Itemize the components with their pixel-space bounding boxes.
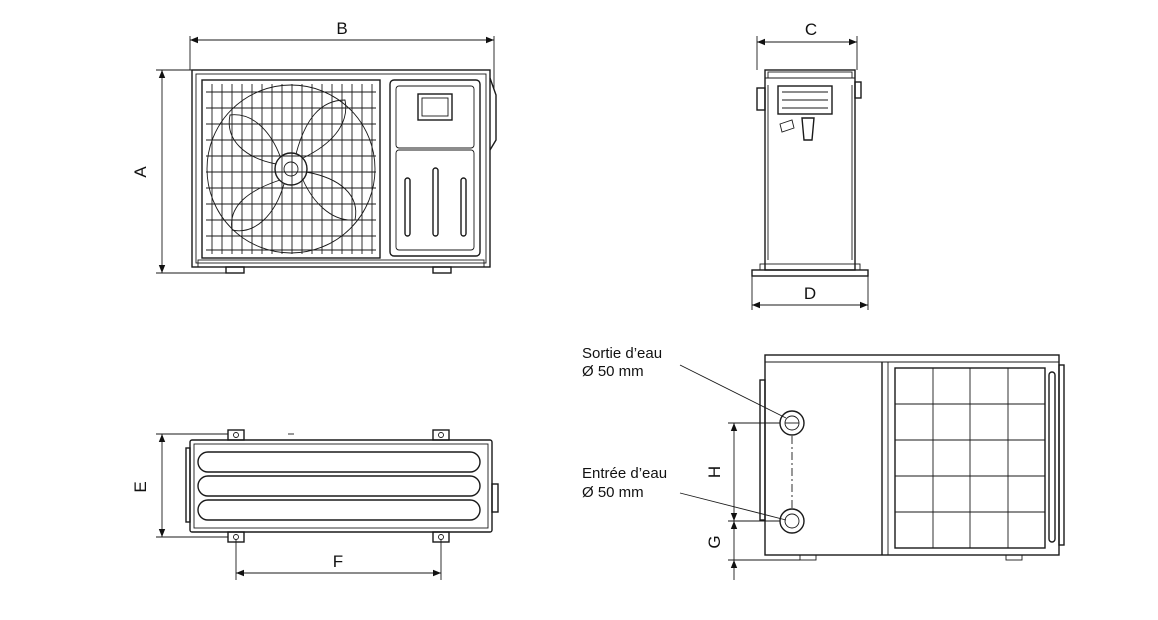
outlet-diameter: Ø 50 mm [582, 363, 644, 380]
inlet-label: Entrée d’eau [582, 465, 667, 482]
dim-label-b: B [336, 19, 347, 38]
control-panel [389, 79, 481, 257]
dim-label-c: C [805, 20, 817, 39]
dim-label-h: H [705, 466, 724, 478]
fan-grille [201, 79, 381, 259]
water-outlet-fitting [779, 410, 805, 436]
dim-label-f: F [333, 552, 343, 571]
outlet-label: Sortie d’eau [582, 345, 662, 362]
top-view: E F [131, 429, 499, 580]
dim-label-a: A [131, 166, 150, 178]
water-inlet-fitting [779, 508, 805, 534]
dim-label-g: G [705, 535, 724, 548]
rear-view: H G Sortie d’eau Ø 50 mm Entrée d’eau Ø … [582, 345, 1065, 580]
dim-label-d: D [804, 284, 816, 303]
rear-coil-grille [894, 367, 1046, 549]
dim-label-e: E [131, 481, 150, 492]
side-view: C D [751, 20, 869, 310]
front-view: A B [131, 19, 497, 274]
inlet-diameter: Ø 50 mm [582, 484, 644, 501]
